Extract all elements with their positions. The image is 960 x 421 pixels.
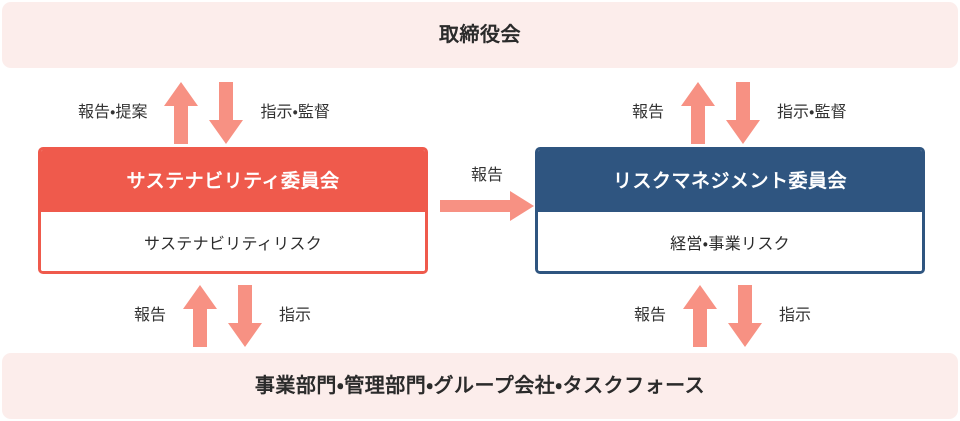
flow-center-label: 報告	[470, 167, 503, 184]
arrow-down-icon	[728, 285, 763, 347]
flow-bottom-left-up-label: 報告	[134, 307, 167, 324]
flow-bottom-right-down-label: 指示	[779, 307, 812, 324]
arrow-up-icon	[164, 82, 199, 144]
board-of-directors-banner: 取締役会	[2, 2, 958, 68]
sustainability-risk-label: サステナビリティリスク	[143, 235, 323, 253]
board-of-directors-label: 取締役会	[439, 24, 521, 46]
divisions-banner: 事業部門・管理部門・グループ会社・タスクフォース	[2, 353, 958, 419]
divisions-label: 事業部門・管理部門・グループ会社・タスクフォース	[254, 375, 706, 397]
flow-risk-management-divisions: 報告 指示	[634, 285, 864, 347]
flow-board-sustainability: 報告・提案 指示・監督	[78, 82, 408, 144]
arrow-up-icon	[681, 82, 716, 144]
sustainability-committee-box: サステナビリティ委員会 サステナビリティリスク	[38, 147, 428, 274]
flow-top-right-down-label: 指示・監督	[777, 104, 847, 121]
sustainability-committee-body: サステナビリティリスク	[41, 212, 425, 271]
sustainability-committee-title: サステナビリティ委員会	[126, 170, 340, 192]
flow-sustainability-divisions: 報告 指示	[134, 285, 364, 347]
flow-top-left-down-label: 指示・監督	[260, 104, 330, 121]
flow-bottom-left-down-label: 指示	[279, 307, 312, 324]
flow-sustainability-to-risk-management: 報告	[437, 168, 537, 230]
flow-bottom-right-up-label: 報告	[634, 307, 667, 324]
flow-board-risk-management: 報告 指示・監督	[632, 82, 932, 144]
arrow-right-icon	[440, 191, 534, 225]
arrow-down-icon	[726, 82, 761, 144]
arrow-up-icon	[683, 285, 718, 347]
risk-management-committee-body: 経営・事業リスク	[538, 212, 922, 271]
sustainability-committee-header: サステナビリティ委員会	[41, 150, 425, 212]
risk-management-committee-title: リスクマネジメント委員会	[612, 170, 847, 192]
flow-top-right-up-label: 報告	[632, 104, 665, 121]
arrow-up-icon	[183, 285, 218, 347]
flow-top-left-up-label: 報告・提案	[78, 104, 148, 121]
management-business-risk-label: 経営・事業リスク	[670, 235, 790, 253]
arrow-down-icon	[209, 82, 244, 144]
arrow-down-icon	[228, 285, 263, 347]
risk-management-committee-header: リスクマネジメント委員会	[538, 150, 922, 212]
risk-management-committee-box: リスクマネジメント委員会 経営・事業リスク	[535, 147, 925, 274]
